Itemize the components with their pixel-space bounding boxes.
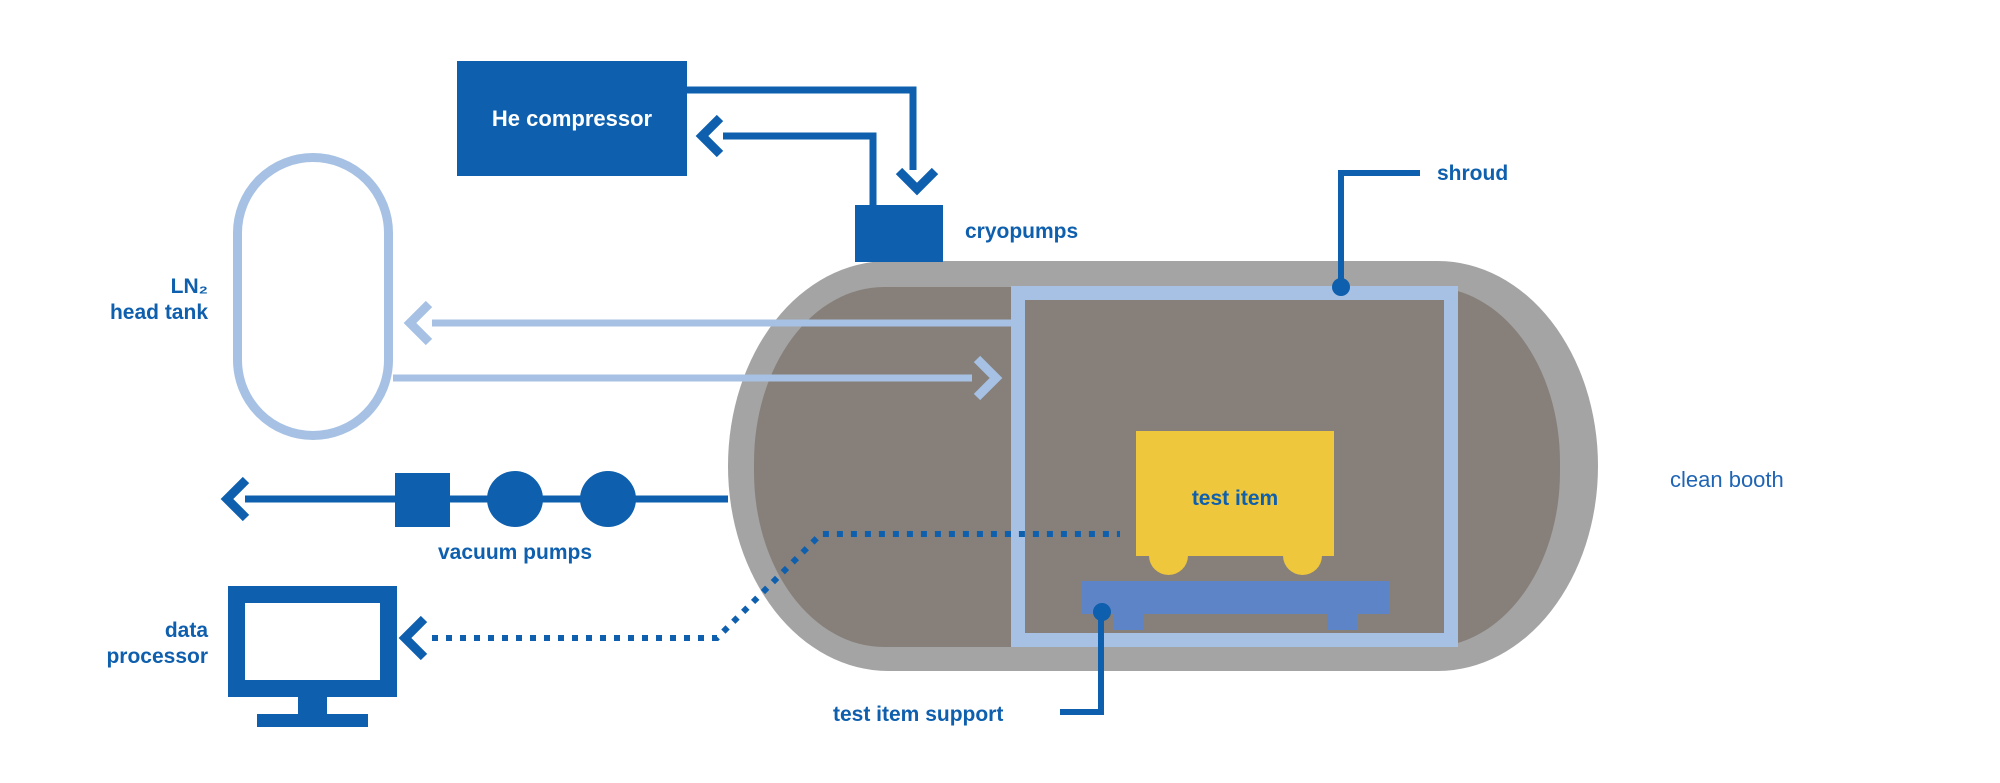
data-processor-label-line1: data xyxy=(164,619,208,642)
monitor-base xyxy=(257,714,368,727)
arrow-down-icon xyxy=(895,167,939,196)
vacuum-pump-valve-square xyxy=(395,473,450,527)
arrow-left-icon xyxy=(695,114,724,158)
arrow-left-icon xyxy=(403,300,433,346)
shroud-label: shroud xyxy=(1437,162,1509,185)
clean-booth-label: clean booth xyxy=(1670,467,1784,492)
he-compressor-label: He compressor xyxy=(491,105,653,131)
ln2-label-line1: LN₂ xyxy=(170,275,208,298)
vacuum-pump-circle-1 xyxy=(487,471,543,527)
vacuum-pumps-label: vacuum pumps xyxy=(437,541,593,564)
test-item-label: test item xyxy=(1191,486,1279,510)
he-return-line xyxy=(723,132,877,205)
data-processor-label-line2: processor xyxy=(106,645,208,668)
monitor-stand xyxy=(298,697,327,715)
he-supply-line xyxy=(687,86,917,170)
data-processor-monitor xyxy=(228,586,397,697)
ln2-label-line2: head tank xyxy=(109,301,208,324)
data-processor-label: data processor xyxy=(58,618,208,670)
support-leg-right xyxy=(1327,614,1357,630)
arrow-left-icon xyxy=(398,615,428,661)
ln2-head-tank xyxy=(233,153,393,440)
test-item-support-label: test item support xyxy=(833,703,1004,726)
he-compressor-box: He compressor xyxy=(457,61,687,176)
ln2-head-tank-label: LN₂ head tank xyxy=(58,274,208,326)
arrow-left-icon xyxy=(220,476,250,522)
cryopumps-label: cryopumps xyxy=(965,220,1079,243)
test-item-support-platform xyxy=(1082,581,1389,614)
test-item-box: test item xyxy=(1136,431,1334,556)
cryopump-box xyxy=(855,205,943,262)
vacuum-pump-circle-2 xyxy=(580,471,636,527)
support-leg-left xyxy=(1114,614,1144,630)
